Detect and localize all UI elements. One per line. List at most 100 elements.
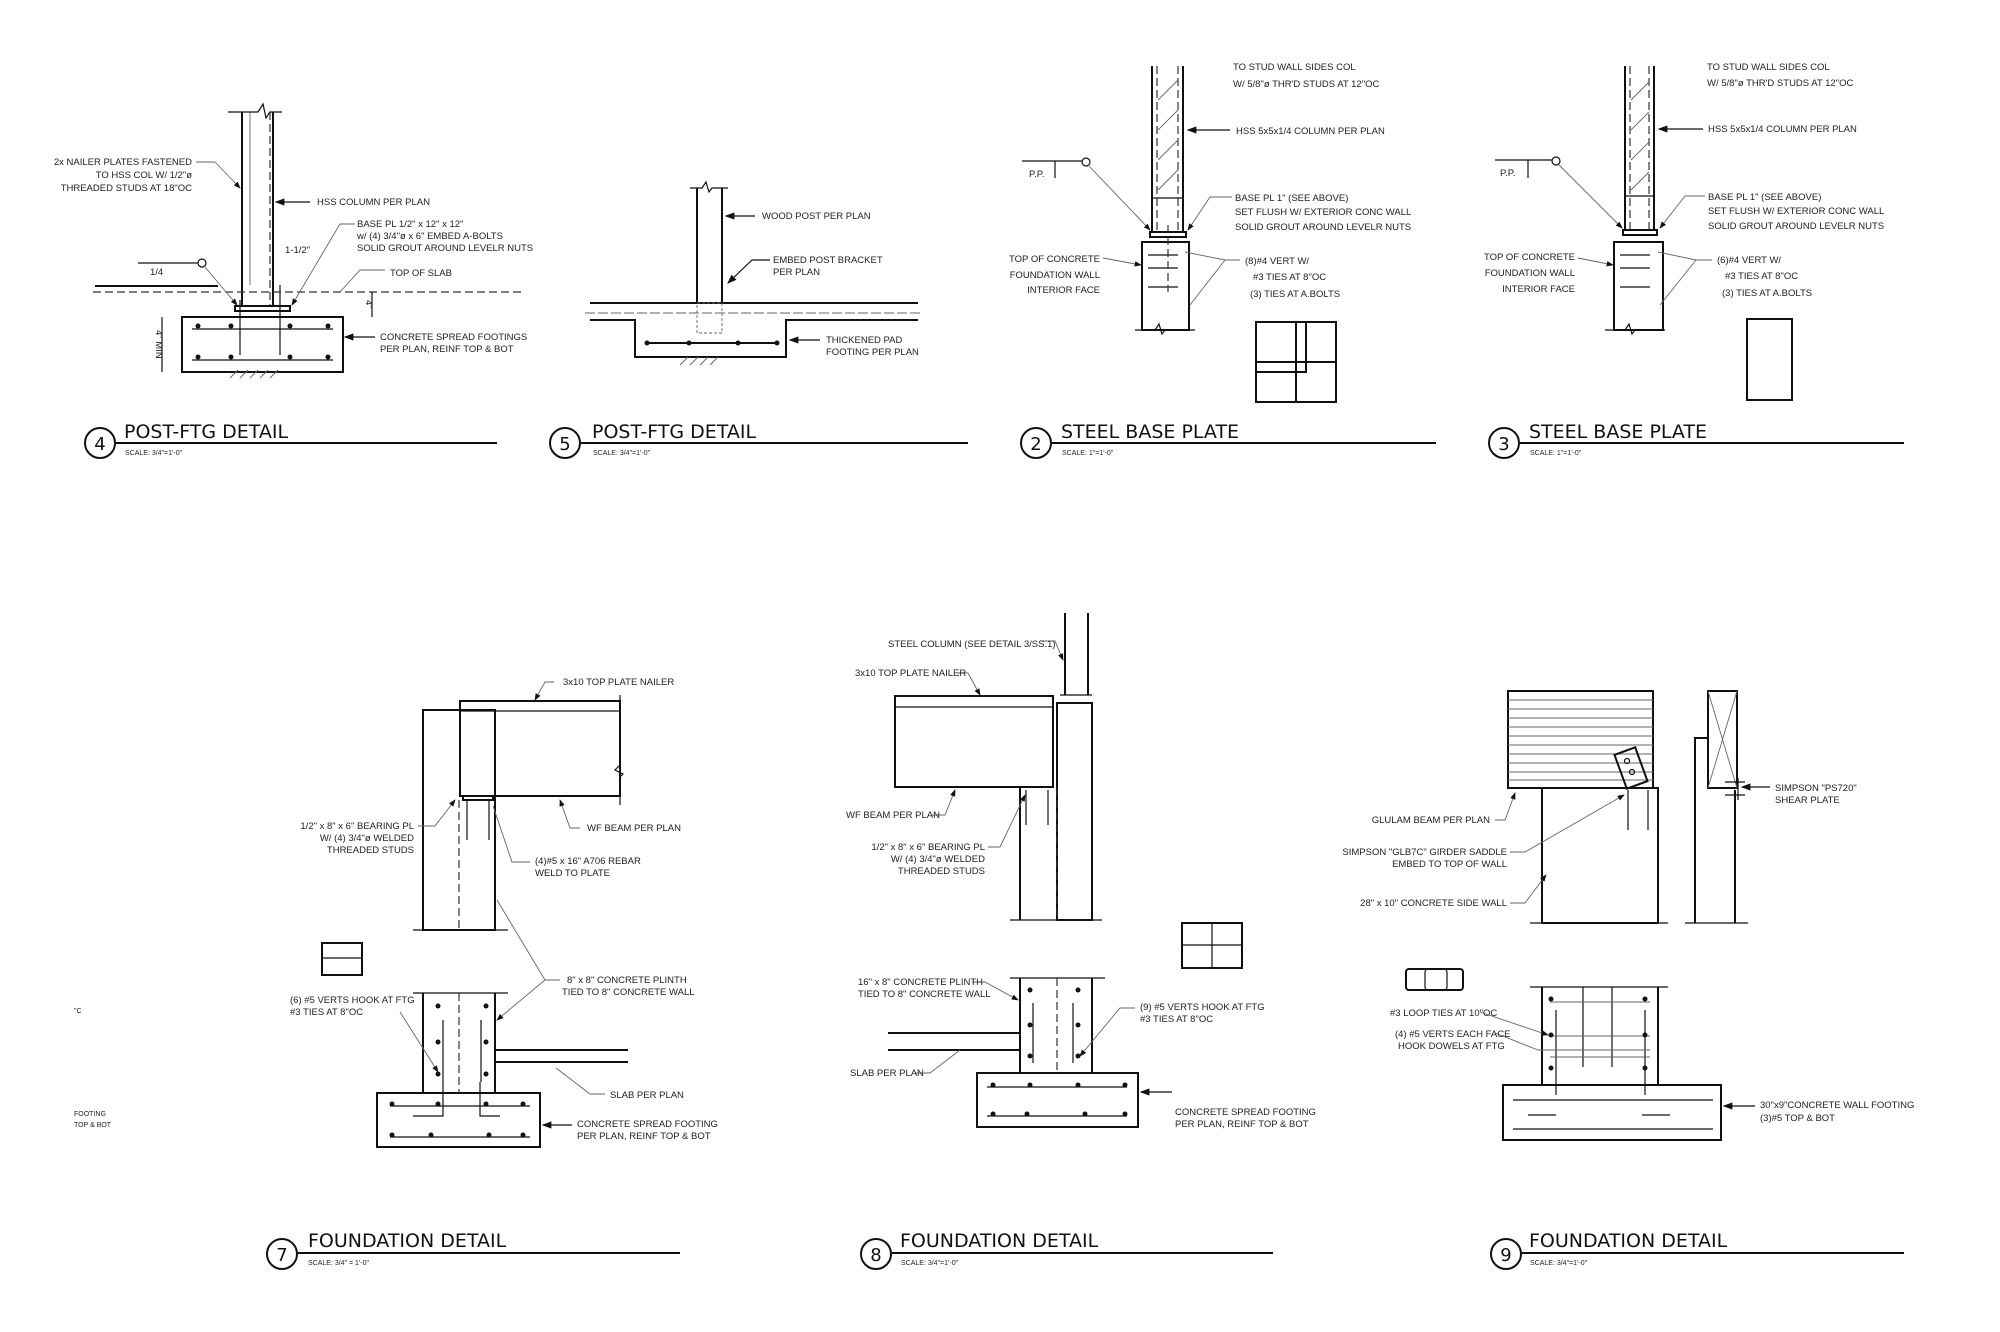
detail-number-bubble	[860, 1238, 892, 1270]
note: W/ (4) 3/4"ø WELDED	[891, 854, 985, 865]
plinth	[1010, 977, 1105, 1073]
detail-2-steel-base-plate: TO STUD WALL SIDES COL W/ 5/8"ø THR'D ST…	[1009, 62, 1436, 459]
note: P.P.	[1500, 168, 1516, 179]
note: (9) #5 VERTS HOOK AT FTG	[1140, 1002, 1265, 1013]
note: BASE PL 1/2" x 12" x 12"	[357, 219, 463, 230]
note: BASE PL 1" (SEE ABOVE)	[1235, 193, 1348, 204]
base-plate	[1622, 229, 1658, 236]
detail-scale: SCALE: 3/4"=1'-0"	[1530, 1260, 1588, 1267]
note: WOOD POST PER PLAN	[762, 211, 871, 222]
note: INTERIOR FACE	[1027, 285, 1100, 296]
dimension: 4" MIN	[153, 330, 164, 359]
note: TOP OF SLAB	[390, 268, 452, 279]
detail-title: POST-FTG DETAIL	[124, 421, 289, 443]
note: CONCRETE SPREAD FOOTING	[1175, 1107, 1316, 1118]
detail-scale: SCALE: 1"=1'-0"	[1530, 450, 1582, 457]
glulam-beam	[1507, 690, 1654, 789]
note: EMBED POST BRACKET	[773, 255, 883, 266]
note: TO STUD WALL SIDES COL	[1707, 62, 1830, 73]
detail-number-bubble	[84, 427, 116, 459]
note: SOLID GROUT AROUND LEVELR NUTS	[357, 243, 533, 254]
detail-title: FOUNDATION DETAIL	[900, 1230, 1099, 1252]
detail-title: FOUNDATION DETAIL	[308, 1230, 507, 1252]
tie-plan-sketch	[1181, 922, 1243, 969]
note: HSS 5x5x1/4 COLUMN PER PLAN	[1236, 126, 1385, 137]
note: WF BEAM PER PLAN	[587, 823, 681, 834]
steel-column	[1060, 613, 1092, 696]
note: THREADED STUDS	[327, 845, 414, 856]
detail-number-bubble	[1488, 427, 1520, 459]
detail-scale: SCALE: 1"=1'-0"	[1062, 450, 1114, 457]
wall-stem	[1530, 986, 1668, 1095]
note: P.P.	[1029, 169, 1045, 180]
note: TOP OF CONCRETE	[1484, 252, 1575, 263]
detail-scale: SCALE: 3/4"=1'-0"	[901, 1260, 959, 1267]
note: HSS COLUMN PER PLAN	[317, 197, 430, 208]
note: CONCRETE SPREAD FOOTING	[577, 1119, 718, 1130]
note: 1/2" x 8" x 6" BEARING PL	[300, 821, 414, 832]
note: 1/2" x 8" x 6" BEARING PL	[871, 842, 985, 853]
spread-footing	[181, 316, 344, 373]
hss-column	[228, 102, 282, 307]
detail-scale: SCALE: 3/4"=1'-0"	[593, 450, 651, 457]
plinth	[413, 992, 508, 1093]
tie-plan-sketch	[1746, 318, 1793, 401]
note-fragment: "C	[74, 1008, 82, 1015]
girder-saddle	[1613, 746, 1649, 790]
note: SET FLUSH W/ EXTERIOR CONC WALL	[1708, 206, 1884, 217]
detail-number: 5	[559, 434, 570, 455]
detail-scale: SCALE: 3/4"=1'-0"	[125, 450, 183, 457]
note: (6)#4 VERT W/	[1717, 255, 1781, 266]
note: WF BEAM PER PLAN	[846, 810, 940, 821]
tie-plan-sketch	[321, 942, 363, 976]
concrete-side-wall	[1541, 787, 1659, 924]
note: 2x NAILER PLATES FASTENED	[54, 157, 192, 168]
note: #3 TIES AT 8"OC	[1253, 272, 1326, 283]
note: (8)#4 VERT W/	[1245, 256, 1309, 267]
weld-size: 1/4	[150, 267, 163, 278]
note: INTERIOR FACE	[1502, 284, 1575, 295]
base-plate	[234, 305, 291, 312]
detail-9-foundation: SIMPSON "PS720" SHEAR PLATE GLULAM BEAM …	[1342, 690, 1914, 1270]
note: TO STUD WALL SIDES COL	[1233, 62, 1356, 73]
detail-number: 3	[1498, 434, 1509, 455]
note: THREADED STUDS	[898, 866, 985, 877]
detail-number: 4	[94, 434, 105, 455]
note: STEEL COLUMN (SEE DETAIL 3/SS.1)	[888, 639, 1056, 650]
dimension: 1-1/2"	[285, 245, 310, 256]
note: (3)#5 TOP & BOT	[1760, 1113, 1835, 1124]
note: THREADED STUDS AT 18"OC	[61, 183, 192, 194]
note: SOLID GROUT AROUND LEVELR NUTS	[1708, 221, 1884, 232]
note: W/ 5/8"ø THR'D STUDS AT 12"OC	[1707, 78, 1853, 89]
note: #3 TIES AT 8"OC	[1725, 271, 1798, 282]
note: SLAB PER PLAN	[850, 1068, 924, 1079]
note: FOUNDATION WALL	[1485, 268, 1575, 279]
detail-5-post-footing: WOOD POST PER PLAN EMBED POST BRACKET PE…	[549, 180, 968, 459]
tie-plan-sketch	[1405, 968, 1464, 991]
note: THICKENED PAD	[826, 335, 903, 346]
note: BASE PL 1" (SEE ABOVE)	[1708, 192, 1821, 203]
note: TO HSS COL W/ 1/2"ø	[96, 170, 192, 181]
note: (6) #5 VERTS HOOK AT FTG	[290, 995, 415, 1006]
detail-3-steel-base-plate: TO STUD WALL SIDES COL W/ 5/8"ø THR'D ST…	[1484, 62, 1904, 459]
detail-4-post-footing: 2x NAILER PLATES FASTENED TO HSS COL W/ …	[54, 102, 533, 459]
note: SOLID GROUT AROUND LEVELR NUTS	[1235, 222, 1411, 233]
wall-footing	[1502, 1084, 1722, 1141]
note: EMBED TO TOP OF WALL	[1392, 859, 1507, 870]
wood-post	[1707, 690, 1738, 789]
note: SIMPSON "PS720"	[1775, 783, 1857, 794]
detail-number: 8	[870, 1245, 881, 1266]
detail-8-foundation: STEEL COLUMN (SEE DETAIL 3/SS.1) 3x10 TO…	[846, 613, 1316, 1270]
detail-7-foundation: 3x10 TOP PLATE NAILER WF BEAM PER PLAN 1…	[266, 677, 718, 1270]
note: PER PLAN, REINF TOP & BOT	[577, 1131, 711, 1142]
bearing-plate	[462, 795, 494, 801]
note: #3 TIES AT 8"OC	[290, 1007, 363, 1018]
detail-number-bubble	[549, 427, 581, 459]
note: PER PLAN, REINF TOP & BOT	[380, 344, 514, 355]
note: SET FLUSH W/ EXTERIOR CONC WALL	[1235, 207, 1411, 218]
note: 16" x 8" CONCRETE PLINTH	[858, 977, 983, 988]
note: #3 TIES AT 8"OC	[1140, 1014, 1213, 1025]
note: (4)#5 x 16" A706 REBAR	[535, 856, 641, 867]
dimension: 4"	[363, 300, 374, 309]
note: 8" x 8" CONCRETE PLINTH	[567, 975, 687, 986]
